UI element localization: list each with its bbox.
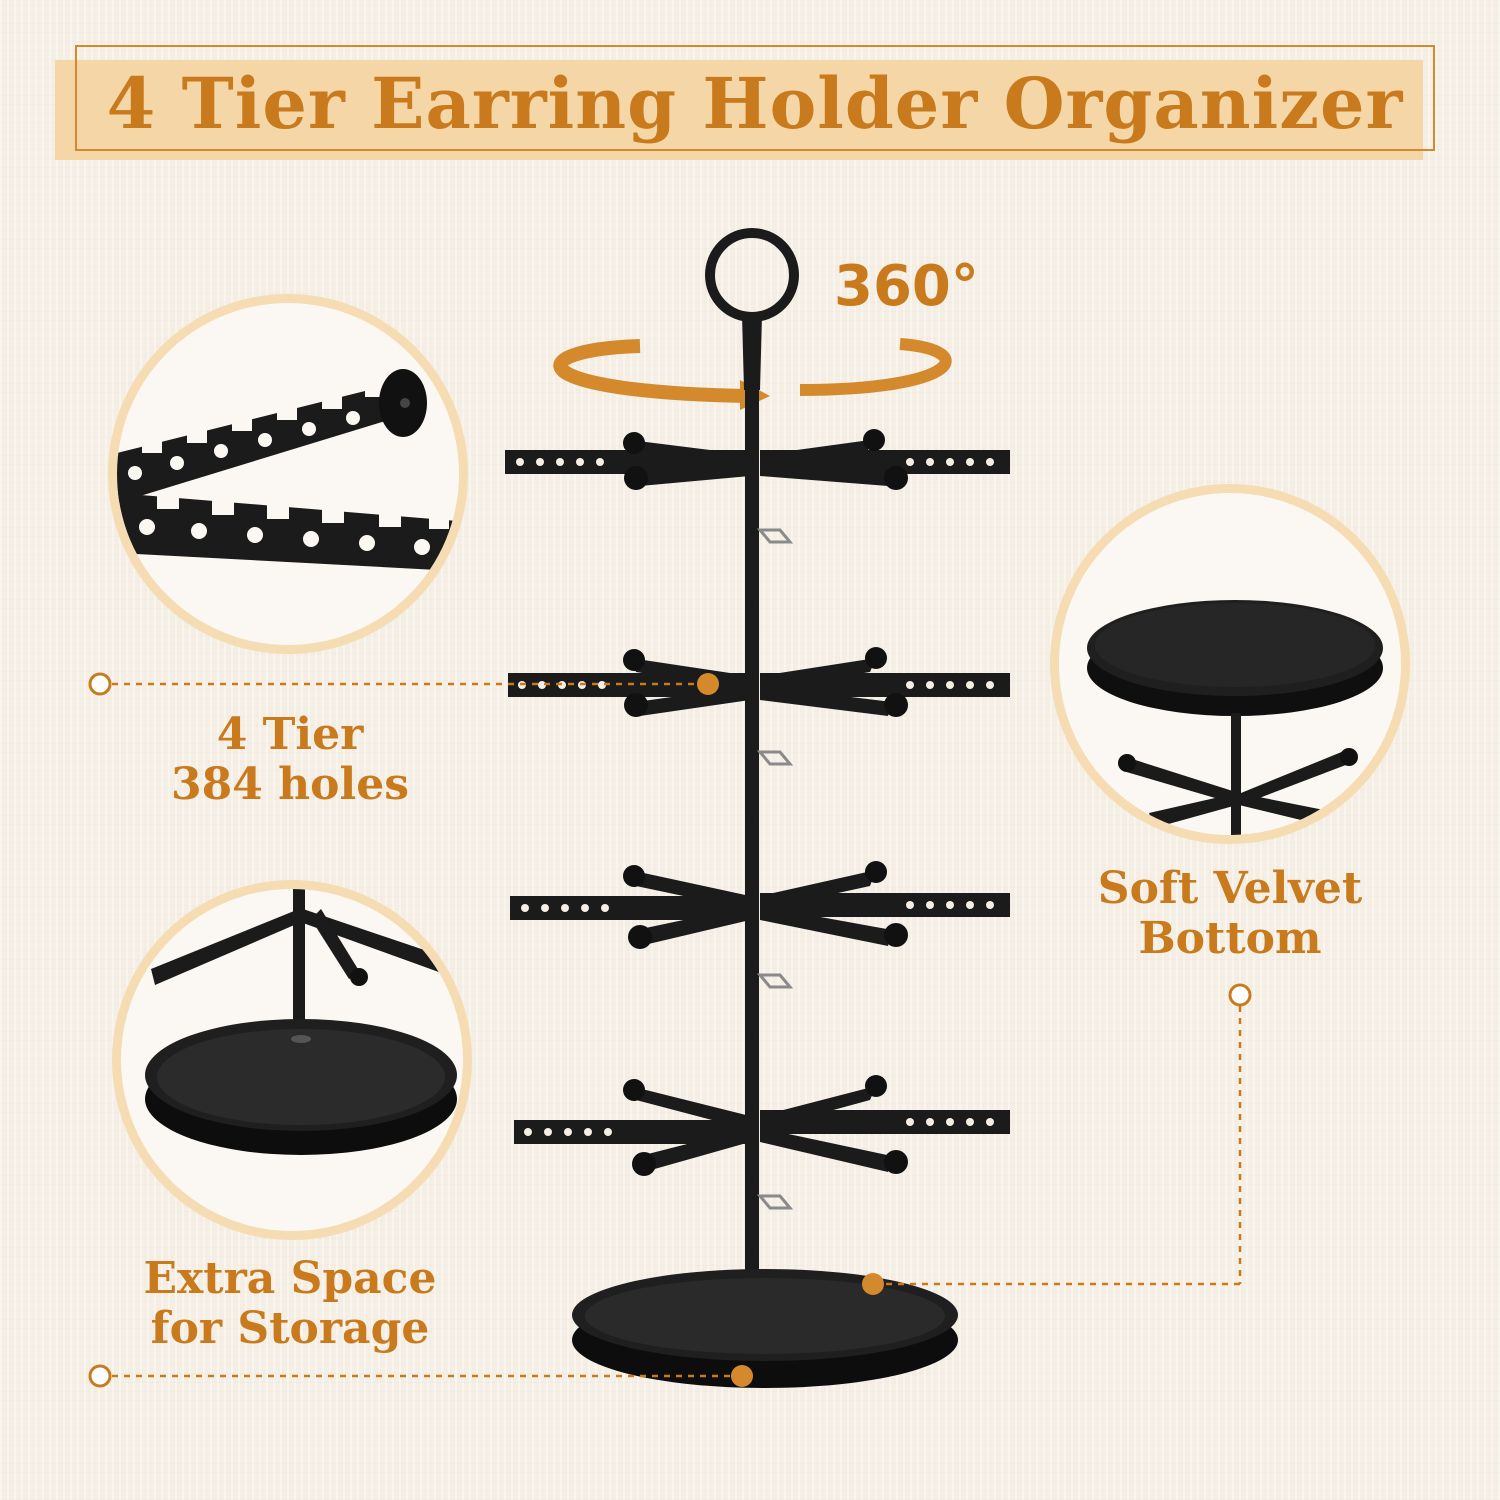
callout-tiers-line1: 4 Tier: [216, 709, 364, 760]
rotation-label: 360°: [834, 254, 979, 319]
callout-tiers: 4 Tier 384 holes: [150, 710, 430, 810]
title-frame: [75, 45, 1435, 151]
callout-velvet-line2: Bottom: [1138, 913, 1322, 964]
callout-tiers-line2: 384 holes: [171, 759, 409, 810]
detail-circle-velvet: [1050, 484, 1410, 844]
callout-storage-line1: Extra Space: [143, 1253, 437, 1304]
detail-circle-arm: [108, 294, 468, 654]
tier-3: [510, 861, 1010, 949]
tier-4: [514, 1075, 1010, 1176]
callout-velvet-line1: Soft Velvet: [1097, 863, 1363, 914]
callout-storage-line2: for Storage: [150, 1303, 430, 1354]
callout-storage: Extra Space for Storage: [140, 1254, 440, 1354]
detail-circle-tray: [112, 880, 472, 1240]
tier-1: [505, 429, 1010, 490]
callout-velvet: Soft Velvet Bottom: [1085, 864, 1375, 964]
title-band: [55, 60, 1423, 160]
page-title: 4 Tier Earring Holder Organizer: [106, 61, 1404, 145]
